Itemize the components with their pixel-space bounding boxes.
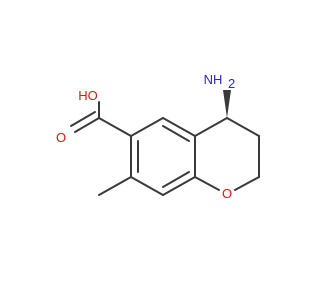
bond-c4-c3 [226, 117, 260, 137]
bond-o1-c8a [194, 176, 220, 191]
amine-h-subscript: 2 [228, 76, 235, 91]
bond-c8a-c4a-inner [162, 125, 190, 142]
bond-c2-o1 [234, 176, 260, 191]
bond-c4a-c5 [130, 117, 164, 137]
bond-c8a-c4a [162, 117, 196, 137]
bond-carboxyl-o-double-a [74, 117, 100, 133]
carboxyl-oh-label: HO [78, 88, 98, 103]
molecule-canvas: HO O NH 2 O [56, 72, 260, 201]
amine-label: NH [204, 72, 223, 87]
bond-carboxyl-o-double-b [70, 111, 96, 127]
bond-c6-c7 [130, 176, 164, 196]
bond-c7-methyl [98, 176, 132, 196]
bond-c6-carboxyl [98, 117, 132, 137]
stereo-wedge-bond [223, 90, 231, 118]
structure-diagram: HO O NH 2 O [56, 72, 260, 201]
bond-c4a-c4 [194, 117, 228, 137]
bond-c7-c8-inner [162, 171, 190, 188]
bond-c7-c8 [162, 176, 196, 196]
ring-oxygen-label: O [222, 186, 232, 201]
carbonyl-o-label: O [56, 130, 66, 145]
